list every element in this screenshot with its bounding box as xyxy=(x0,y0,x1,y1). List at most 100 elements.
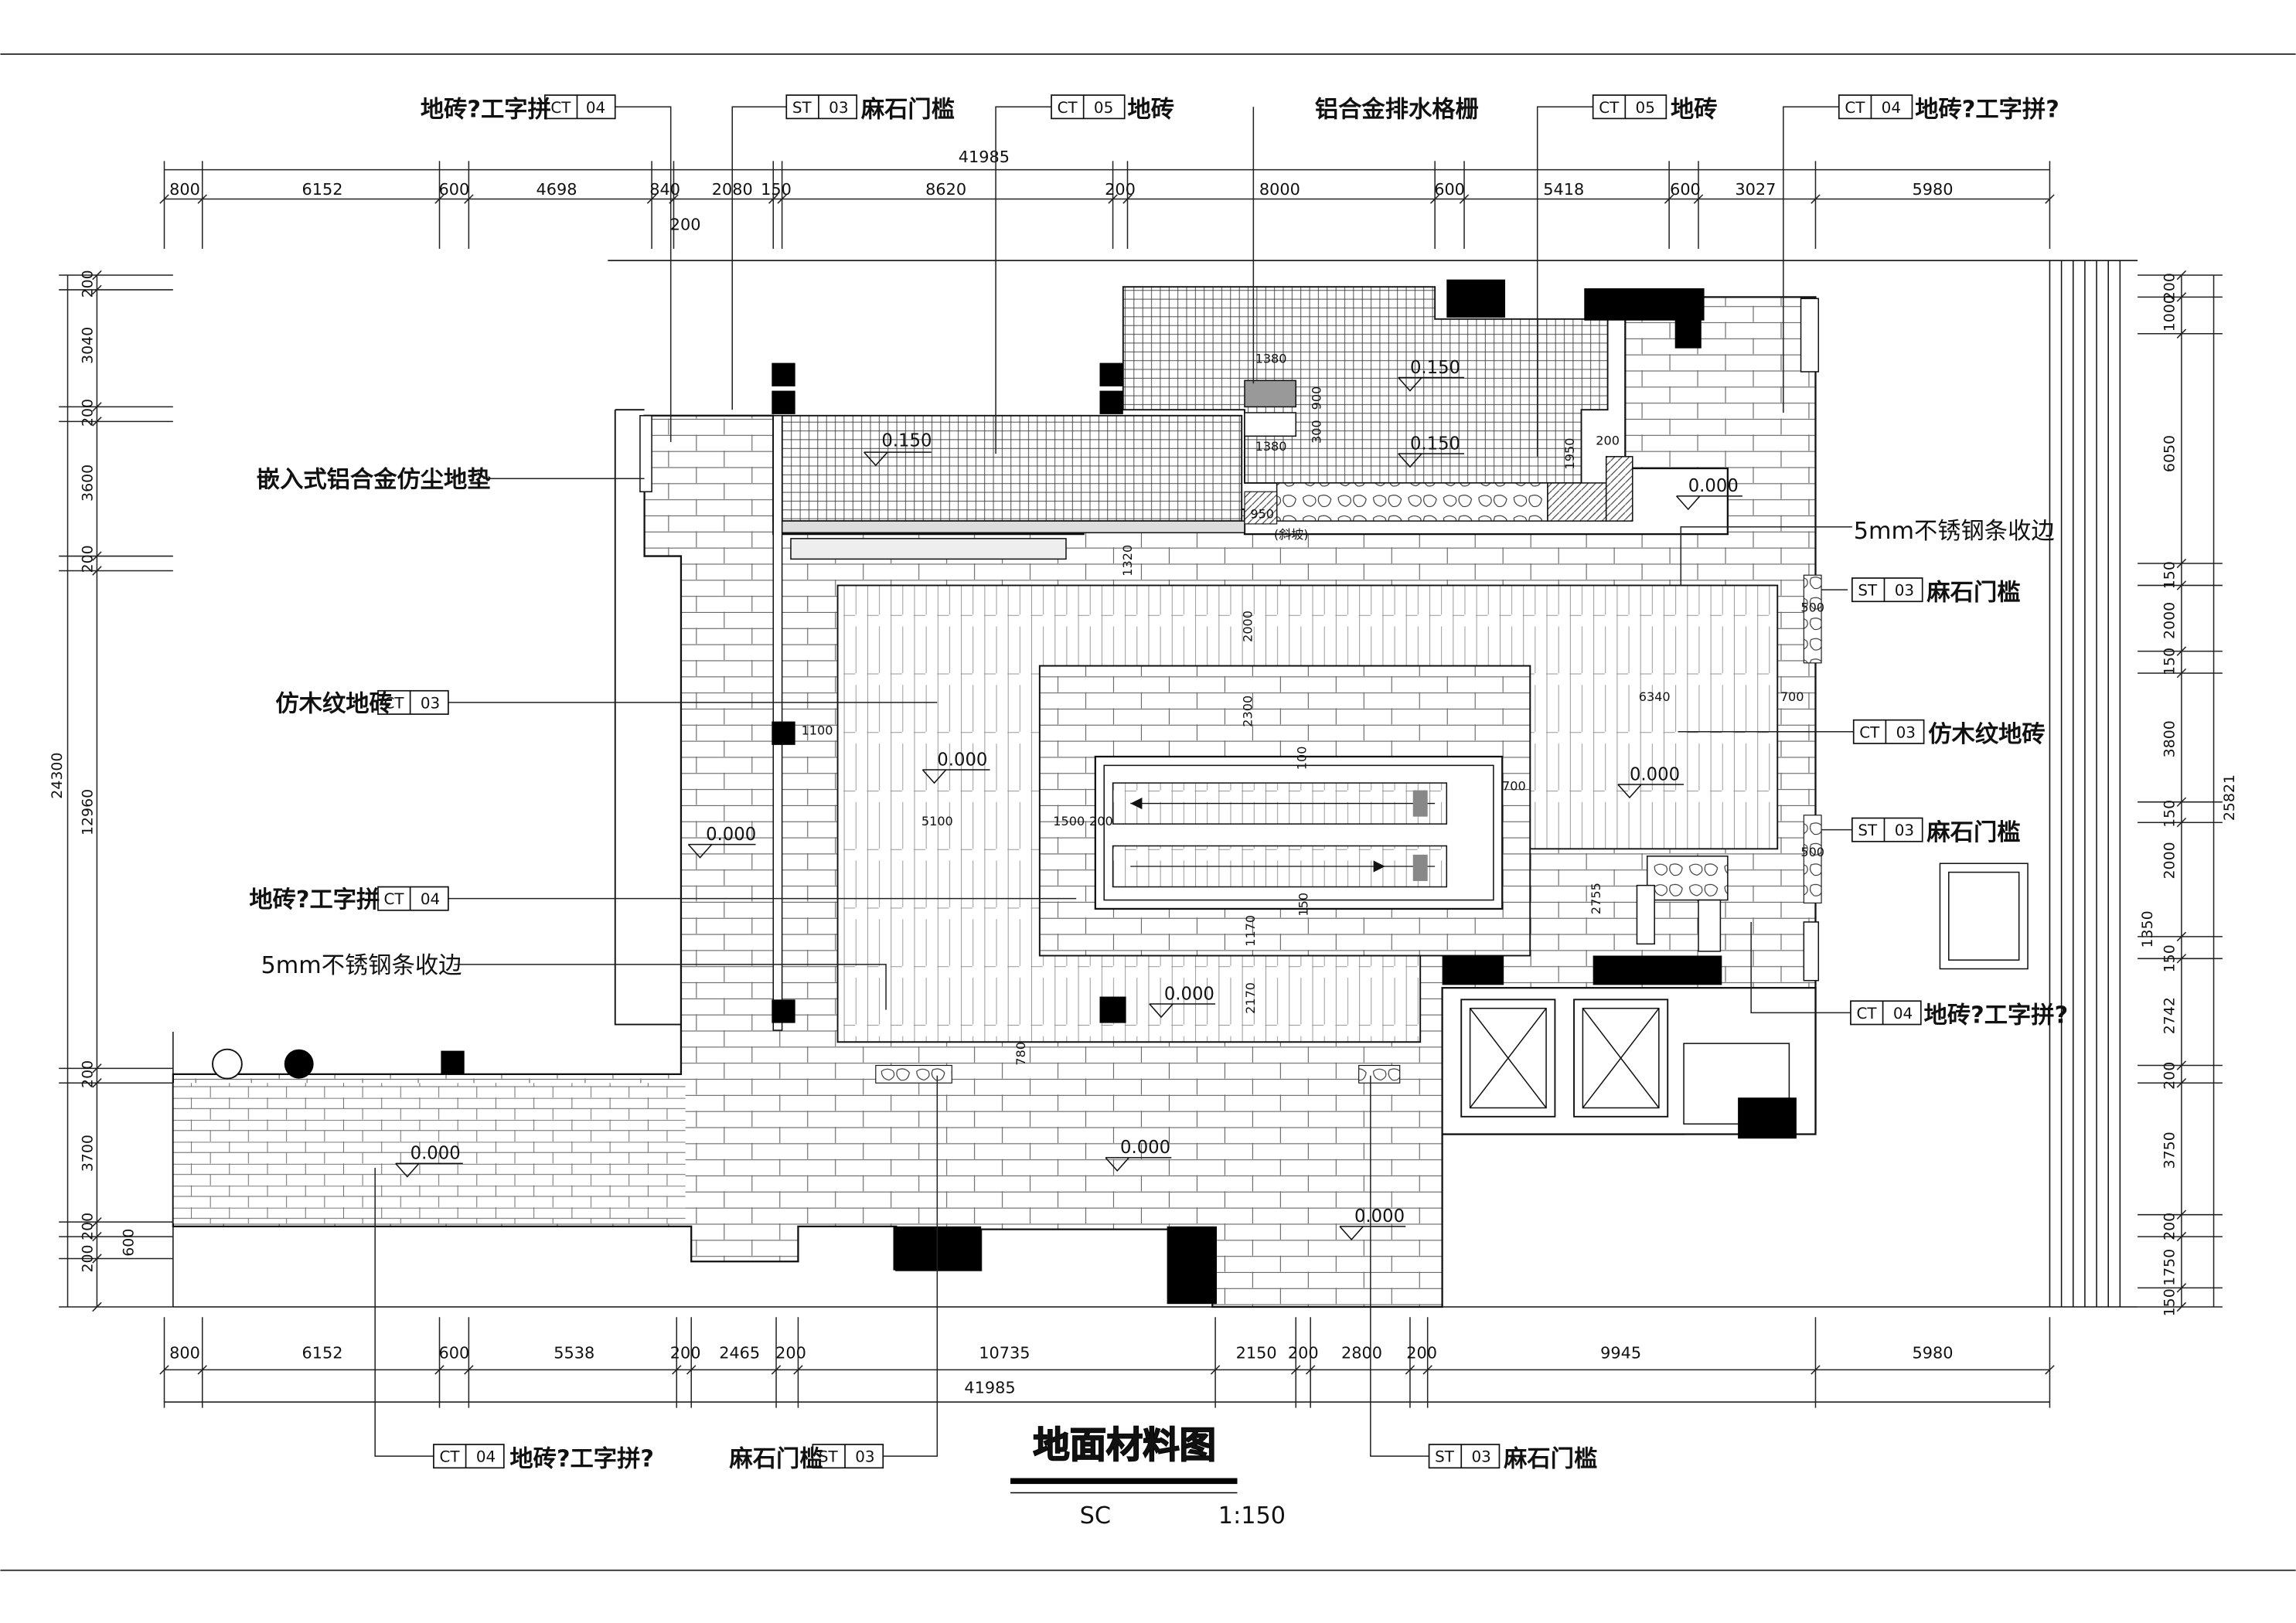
dim-bottom: 200 xyxy=(775,1343,806,1362)
dimensions-inner: 1380 1380 900 300 1950 200 950 1320 2000… xyxy=(802,352,1824,1066)
dim-tick xyxy=(92,402,102,412)
callout-code: CT xyxy=(1058,99,1078,117)
dim-bottom: 2150 xyxy=(1236,1343,1277,1362)
callout-code: ST xyxy=(1435,1448,1455,1466)
dim-tick xyxy=(1122,194,1133,204)
dim-tick xyxy=(2176,817,2187,828)
dim-tick xyxy=(197,1365,207,1375)
dim-inner: 300 xyxy=(1309,420,1323,444)
level-value: 0.000 xyxy=(1688,476,1739,496)
dim-left: 3600 xyxy=(80,464,97,502)
dim-tick xyxy=(434,1365,445,1375)
dim-top: 3027 xyxy=(1735,180,1776,199)
dim-tick xyxy=(92,1301,102,1312)
dim-tick xyxy=(2176,1301,2187,1312)
dimensions-left: 24300 200 3040 200 3600 200 12960 200 37… xyxy=(49,270,138,1272)
leader-lines xyxy=(374,106,1854,1457)
dim-left: 600 xyxy=(121,1229,138,1257)
dim-tick xyxy=(464,194,474,204)
dim-bottom: 5980 xyxy=(1912,1343,1953,1362)
dim-tick xyxy=(464,1365,474,1375)
dim-inner: 500 xyxy=(1800,845,1824,859)
callout-num: 04 xyxy=(586,99,605,117)
dimensions-right: 25821 200 1000 6050 150 2000 150 3800 15… xyxy=(2139,273,2238,1316)
dimensions-top: 41985 800 6152 600 4698 840 2080 150 862… xyxy=(169,148,1953,233)
dim-tick xyxy=(1405,1365,1415,1375)
callout-text: 麻石门槛 xyxy=(1504,1445,1597,1472)
callout-code: CT xyxy=(1845,99,1865,117)
dim-bottom: 2800 xyxy=(1341,1343,1382,1362)
dim-right: 1350 xyxy=(2139,910,2156,948)
level-marks xyxy=(395,376,1742,1241)
dim-top: 4698 xyxy=(537,180,577,199)
dim-right: 150 xyxy=(2161,1288,2178,1316)
dim-inner: 150 xyxy=(1296,893,1310,917)
dim-right: 150 xyxy=(2161,648,2178,675)
dim-left: 200 xyxy=(80,270,97,298)
scale-code: SC xyxy=(1080,1502,1111,1529)
dim-tick xyxy=(92,1063,102,1073)
dim-right: 2000 xyxy=(2161,842,2178,879)
dim-inner: 1320 xyxy=(1120,545,1135,577)
dim-top: 8620 xyxy=(925,180,966,199)
dim-tick xyxy=(1664,194,1674,204)
dim-tick xyxy=(1459,194,1470,204)
dim-tick xyxy=(92,284,102,295)
dim-inner: 1100 xyxy=(802,723,833,738)
dim-bottom: 10735 xyxy=(979,1343,1030,1362)
dim-tick xyxy=(2176,1210,2187,1220)
level-value: 0.000 xyxy=(1120,1138,1170,1158)
level-value: 0.000 xyxy=(937,750,987,770)
callout-num: 05 xyxy=(1094,99,1113,117)
dim-top: 8000 xyxy=(1259,180,1300,199)
dim-tick xyxy=(672,1365,682,1375)
dim-tick xyxy=(777,194,787,204)
dim-tick xyxy=(2176,1060,2187,1070)
escalator xyxy=(1094,755,1504,910)
callout-num: 03 xyxy=(1471,1448,1490,1466)
dim-inner: 1500 xyxy=(1053,814,1085,829)
dim-bottom: 600 xyxy=(439,1343,470,1362)
dim-top: 600 xyxy=(1670,180,1701,199)
dim-tick xyxy=(2176,270,2187,281)
dim-bottom: 2465 xyxy=(719,1343,760,1362)
dim-right: 6050 xyxy=(2161,435,2178,472)
callout-code: CT xyxy=(384,890,405,908)
scale-value: 1:150 xyxy=(1218,1502,1286,1529)
dim-inner: 1380 xyxy=(1255,352,1287,366)
dim-tick xyxy=(1422,1365,1432,1375)
dim-tick xyxy=(92,270,102,281)
dim-inner: 1170 xyxy=(1243,915,1258,947)
dim-tick xyxy=(2176,1283,2187,1293)
callout-text: 麻石门槛 xyxy=(729,1445,823,1472)
dim-bottom: 9945 xyxy=(1600,1343,1641,1362)
callout-num: 03 xyxy=(855,1448,874,1466)
dim-tick xyxy=(1108,194,1118,204)
dim-tick xyxy=(1305,1365,1316,1375)
structural-columns xyxy=(284,279,1797,1305)
dim-left-total: 24300 xyxy=(49,753,66,799)
dim-right: 2000 xyxy=(2161,602,2178,639)
dim-tick xyxy=(2176,580,2187,590)
dim-top: 6152 xyxy=(302,180,343,199)
callout-text: 地砖?工字拼? xyxy=(1915,95,2059,123)
dim-inner: 2170 xyxy=(1243,982,1258,1014)
dim-top: 150 xyxy=(761,180,792,199)
level-value: 0.000 xyxy=(706,825,756,845)
dim-inner: 100 xyxy=(1295,747,1310,771)
callout-text: 5mm不锈钢条收边 xyxy=(1854,518,2055,545)
callout-code: CT xyxy=(1599,99,1620,117)
dim-tick xyxy=(1429,194,1440,204)
dim-tick xyxy=(92,417,102,427)
dim-tick xyxy=(2176,797,2187,807)
callout-num: 03 xyxy=(1895,582,1914,600)
slope-label: (斜坡) xyxy=(1274,527,1309,542)
dim-inner: 2755 xyxy=(1589,883,1603,914)
dim-tick xyxy=(92,1231,102,1242)
dim-bottom: 6152 xyxy=(302,1343,343,1362)
title-block: 地面材料图 SC 1:150 xyxy=(1010,1424,1286,1529)
dim-tick xyxy=(2045,194,2055,204)
callout-num: 03 xyxy=(1895,822,1914,839)
dimensions-bottom: 800 6152 600 5538 200 2465 200 10735 215… xyxy=(169,1343,1953,1397)
grid-tile-zone-b xyxy=(1122,286,1609,484)
